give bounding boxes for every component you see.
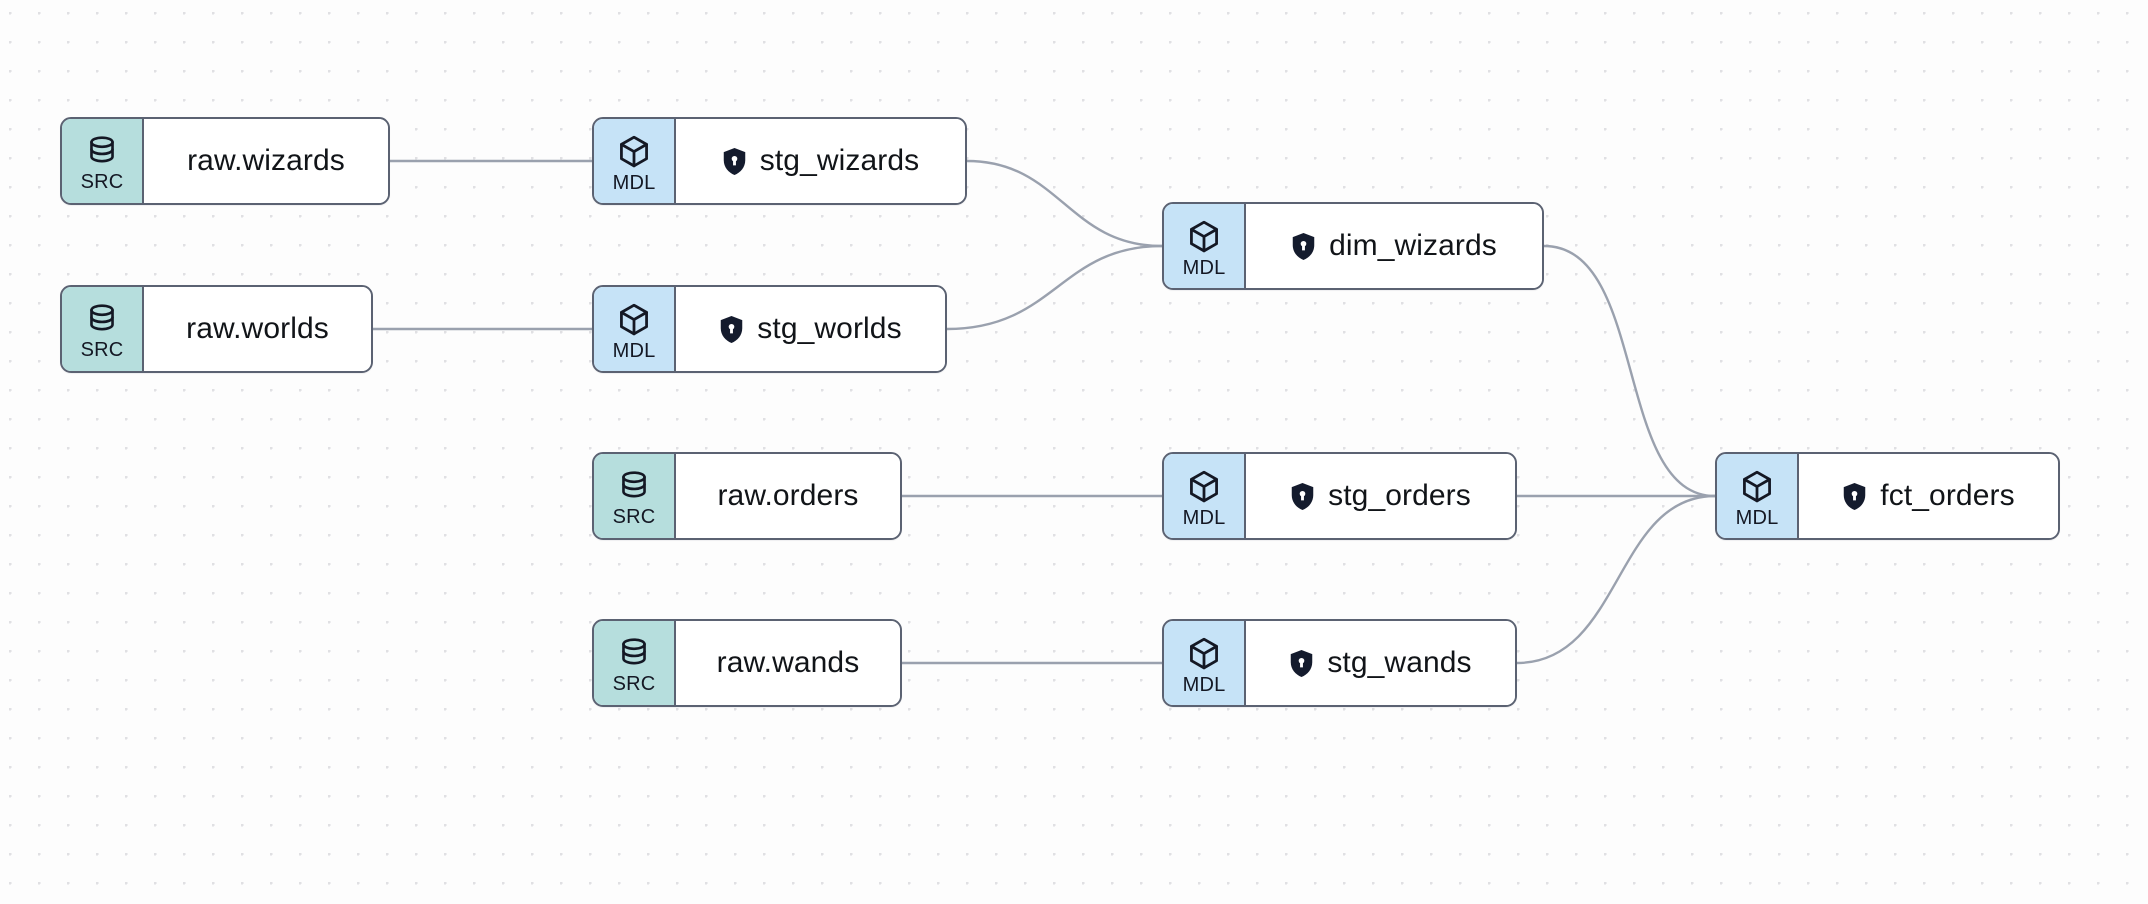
node-label: fct_orders (1880, 479, 2015, 512)
edge-stg_wands-to-fct_orders (1515, 494, 1717, 665)
node-label: dim_wizards (1329, 229, 1497, 262)
node-body: stg_wands (1246, 621, 1515, 705)
node-badge-src: SRC (594, 454, 676, 538)
shield-lock-icon-wrapper (1291, 232, 1316, 261)
node-label: stg_wizards (759, 144, 920, 177)
node-raw_worlds[interactable]: SRC raw.worlds (60, 285, 373, 373)
node-badge-mdl: MDL (1717, 454, 1799, 538)
node-badge-src: SRC (594, 621, 676, 705)
node-body: raw.orders (676, 454, 900, 538)
node-body: stg_wizards (676, 119, 965, 203)
node-body: raw.wands (676, 621, 900, 705)
cube-icon (620, 303, 648, 335)
node-label: raw.wizards (187, 144, 345, 177)
database-icon (90, 135, 114, 162)
node-label: stg_wands (1327, 646, 1472, 679)
node-stg_orders[interactable]: MDL stg_orders (1162, 452, 1517, 540)
cube-icon (1743, 470, 1771, 502)
node-badge-src: SRC (62, 287, 144, 371)
shield-lock-icon (1291, 482, 1314, 510)
shield-lock-icon-wrapper (1290, 482, 1315, 511)
node-fct_orders[interactable]: MDL fct_orders (1715, 452, 2060, 540)
cube-icon (1190, 470, 1218, 502)
node-label: stg_worlds (757, 312, 902, 345)
node-badge-mdl: MDL (1164, 621, 1246, 705)
shield-lock-icon-wrapper (722, 147, 747, 176)
node-raw_orders[interactable]: SRC raw.orders (592, 452, 902, 540)
node-raw_wands[interactable]: SRC raw.wands (592, 619, 902, 707)
node-badge-label: MDL (612, 171, 656, 194)
shield-lock-icon (1292, 232, 1315, 260)
shield-lock-icon-wrapper (1289, 649, 1314, 678)
node-badge-mdl: MDL (594, 119, 676, 203)
node-stg_wizards[interactable]: MDL stg_wizards (592, 117, 967, 205)
edge-stg_wizards-to-dim_wizards (965, 159, 1164, 248)
cube-icon (1190, 220, 1218, 252)
node-body: stg_orders (1246, 454, 1515, 538)
edge-dim_wizards-to-fct_orders (1542, 244, 1717, 498)
shield-lock-icon (721, 315, 743, 343)
database-icon (622, 470, 646, 497)
node-badge-mdl: MDL (1164, 454, 1246, 538)
node-badge-label: SRC (80, 338, 124, 361)
node-badge-label: SRC (612, 505, 656, 528)
node-badge-label: MDL (1182, 673, 1226, 696)
node-badge-label: SRC (80, 170, 124, 193)
node-stg_wands[interactable]: MDL stg_wands (1162, 619, 1517, 707)
node-body: raw.wizards (144, 119, 388, 203)
node-label: raw.orders (717, 479, 859, 512)
shield-lock-icon (723, 147, 745, 175)
edge-stg_worlds-to-dim_wizards (945, 244, 1164, 331)
node-label: raw.wands (716, 646, 860, 679)
node-body: raw.worlds (144, 287, 371, 371)
database-icon (90, 303, 114, 330)
node-badge-mdl: MDL (594, 287, 676, 371)
node-badge-label: MDL (1182, 256, 1226, 279)
node-label: stg_orders (1328, 479, 1471, 512)
node-badge-label: SRC (612, 672, 656, 695)
node-body: fct_orders (1799, 454, 2058, 538)
node-badge-label: MDL (612, 339, 656, 362)
node-body: stg_worlds (676, 287, 945, 371)
node-body: dim_wizards (1246, 204, 1542, 288)
node-label: raw.worlds (186, 312, 329, 345)
cube-icon (1190, 637, 1218, 669)
shield-lock-icon (1844, 482, 1866, 510)
node-badge-src: SRC (62, 119, 144, 203)
cube-icon (620, 135, 648, 167)
node-badge-mdl: MDL (1164, 204, 1246, 288)
node-badge-label: MDL (1182, 506, 1226, 529)
shield-lock-icon (1291, 649, 1313, 677)
database-icon (622, 637, 646, 664)
node-badge-label: MDL (1735, 506, 1779, 529)
shield-lock-icon-wrapper (1842, 482, 1867, 511)
node-dim_wizards[interactable]: MDL dim_wizards (1162, 202, 1544, 290)
shield-lock-icon-wrapper (719, 315, 744, 344)
node-raw_wizards[interactable]: SRC raw.wizards (60, 117, 390, 205)
node-stg_worlds[interactable]: MDL stg_worlds (592, 285, 947, 373)
